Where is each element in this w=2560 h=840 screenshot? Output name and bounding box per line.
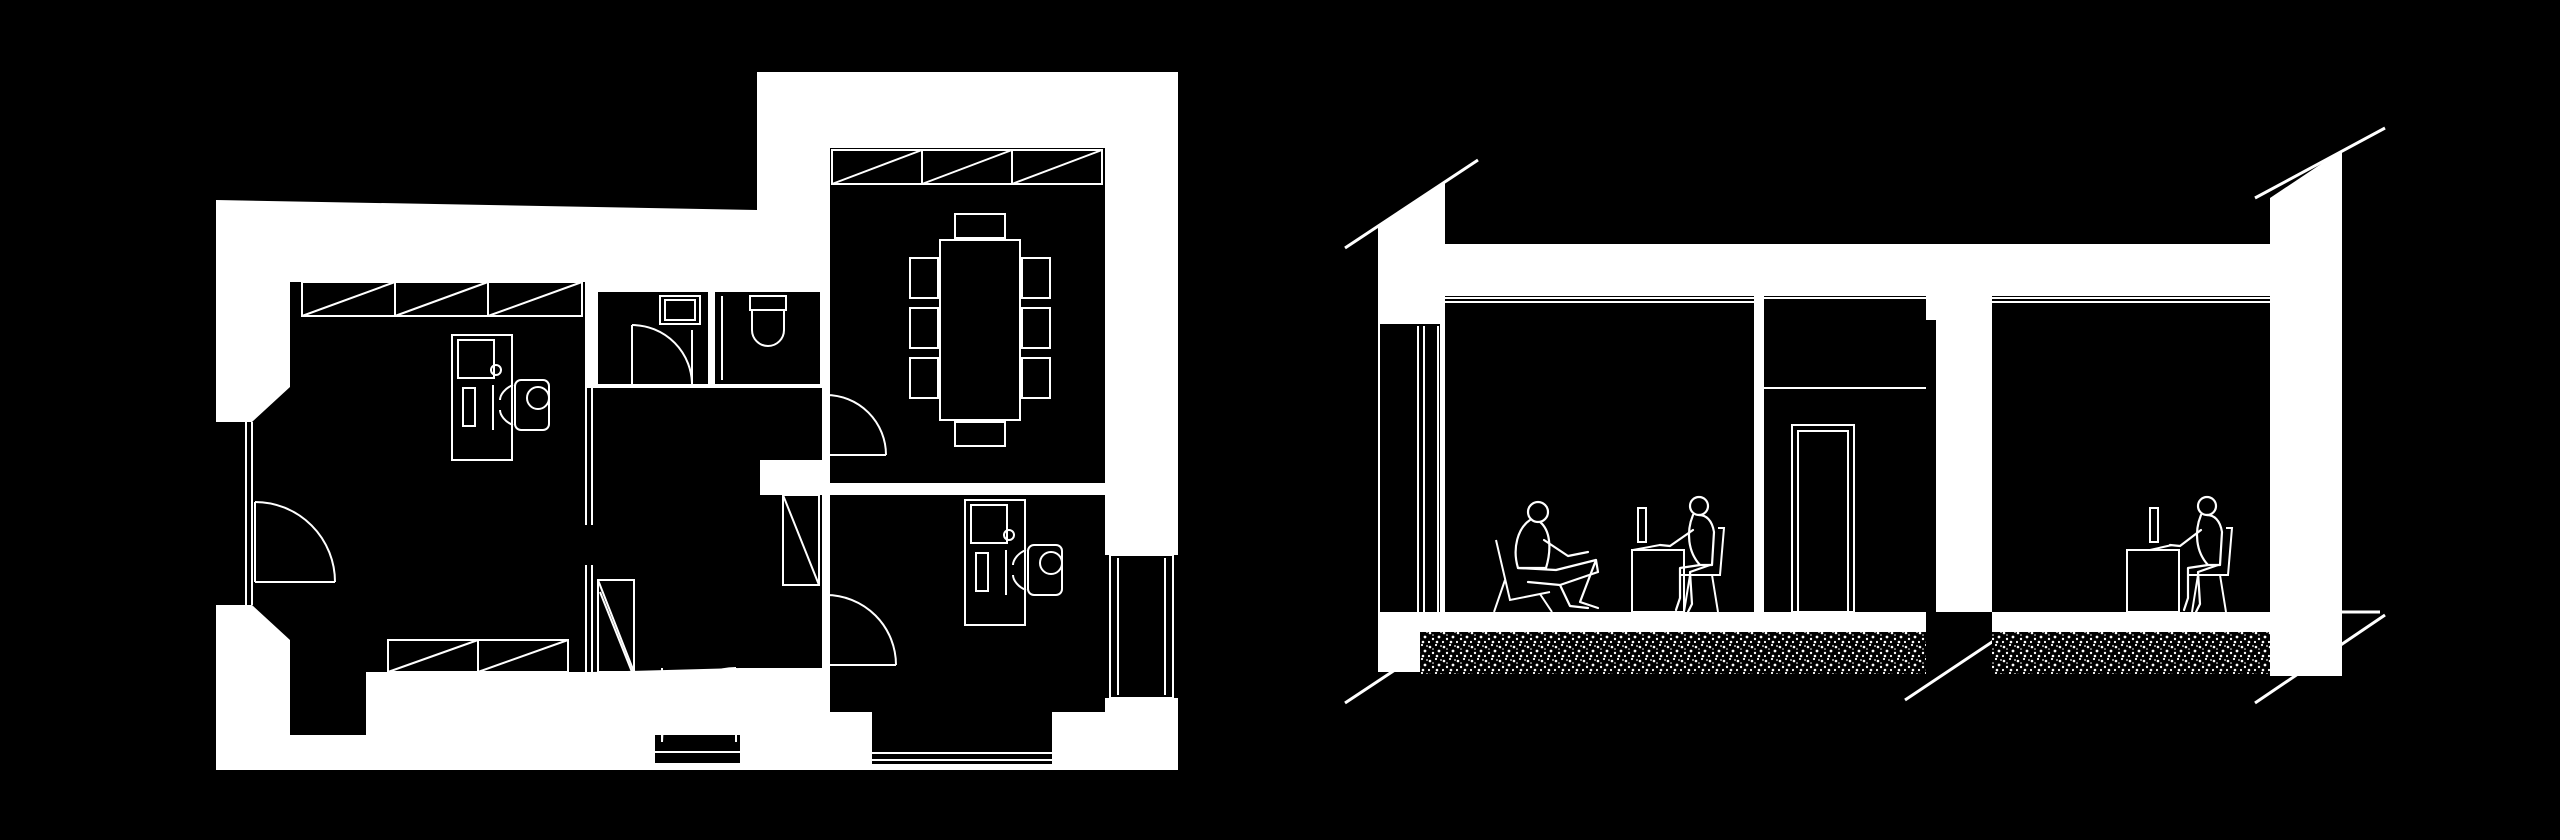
section-chair-man <box>1493 539 1553 613</box>
section-partition-center <box>1754 274 1764 612</box>
section-lintel-mid <box>1764 274 1926 296</box>
meeting-table <box>909 213 1051 447</box>
door-private-office[interactable] <box>825 594 897 666</box>
section-lintel-right <box>1992 274 2270 296</box>
kitchenette-sink <box>659 295 701 325</box>
window-left-wall <box>216 422 253 605</box>
wc-toilet <box>749 295 787 347</box>
section-floor-right <box>1992 612 2270 632</box>
door-open-office[interactable] <box>254 501 336 583</box>
desk-private-office <box>964 499 1026 626</box>
cabinet-top-meeting <box>831 149 1103 185</box>
section-ceiling <box>1445 244 2270 274</box>
kitchenette-room <box>715 292 820 384</box>
section-gravel-left <box>1420 632 1926 674</box>
person-section-woman-right <box>2168 495 2224 614</box>
section-lintel-left <box>1445 274 1754 296</box>
section-chair-right <box>2188 527 2234 613</box>
section-wall-right <box>2270 150 2342 676</box>
person-plan-open-office <box>499 379 550 431</box>
person-section-woman-left <box>1658 495 1716 614</box>
section-desk-right <box>2126 507 2180 613</box>
cabinet-top-left <box>301 281 583 317</box>
private-office-room <box>830 495 1105 750</box>
door-meeting[interactable] <box>825 394 887 456</box>
desk-open-office <box>451 334 513 461</box>
cabinet-hall <box>597 494 820 673</box>
window-bottom-wall <box>872 750 1052 764</box>
section-desk-left <box>1631 507 1685 613</box>
open-office-room <box>252 282 592 735</box>
section-hall-door[interactable] <box>1764 387 1926 613</box>
person-section-man <box>1514 500 1600 610</box>
door-hall-sliding[interactable] <box>599 591 633 673</box>
meeting-room <box>830 148 1105 483</box>
entrance-mat <box>655 745 740 763</box>
section-partition-right <box>1926 274 1992 612</box>
window-right-wall <box>1105 554 1178 699</box>
section-left-window <box>1380 324 1440 612</box>
section-chair-left <box>1680 527 1726 613</box>
cabinet-bottom-left <box>387 639 569 673</box>
person-plan-private-office <box>1012 544 1063 596</box>
section-floor-left <box>1378 612 1926 632</box>
door-entrance[interactable] <box>661 667 737 743</box>
section-gravel-right <box>1992 632 2270 674</box>
door-wc[interactable] <box>631 324 694 387</box>
hall-room <box>592 388 822 760</box>
